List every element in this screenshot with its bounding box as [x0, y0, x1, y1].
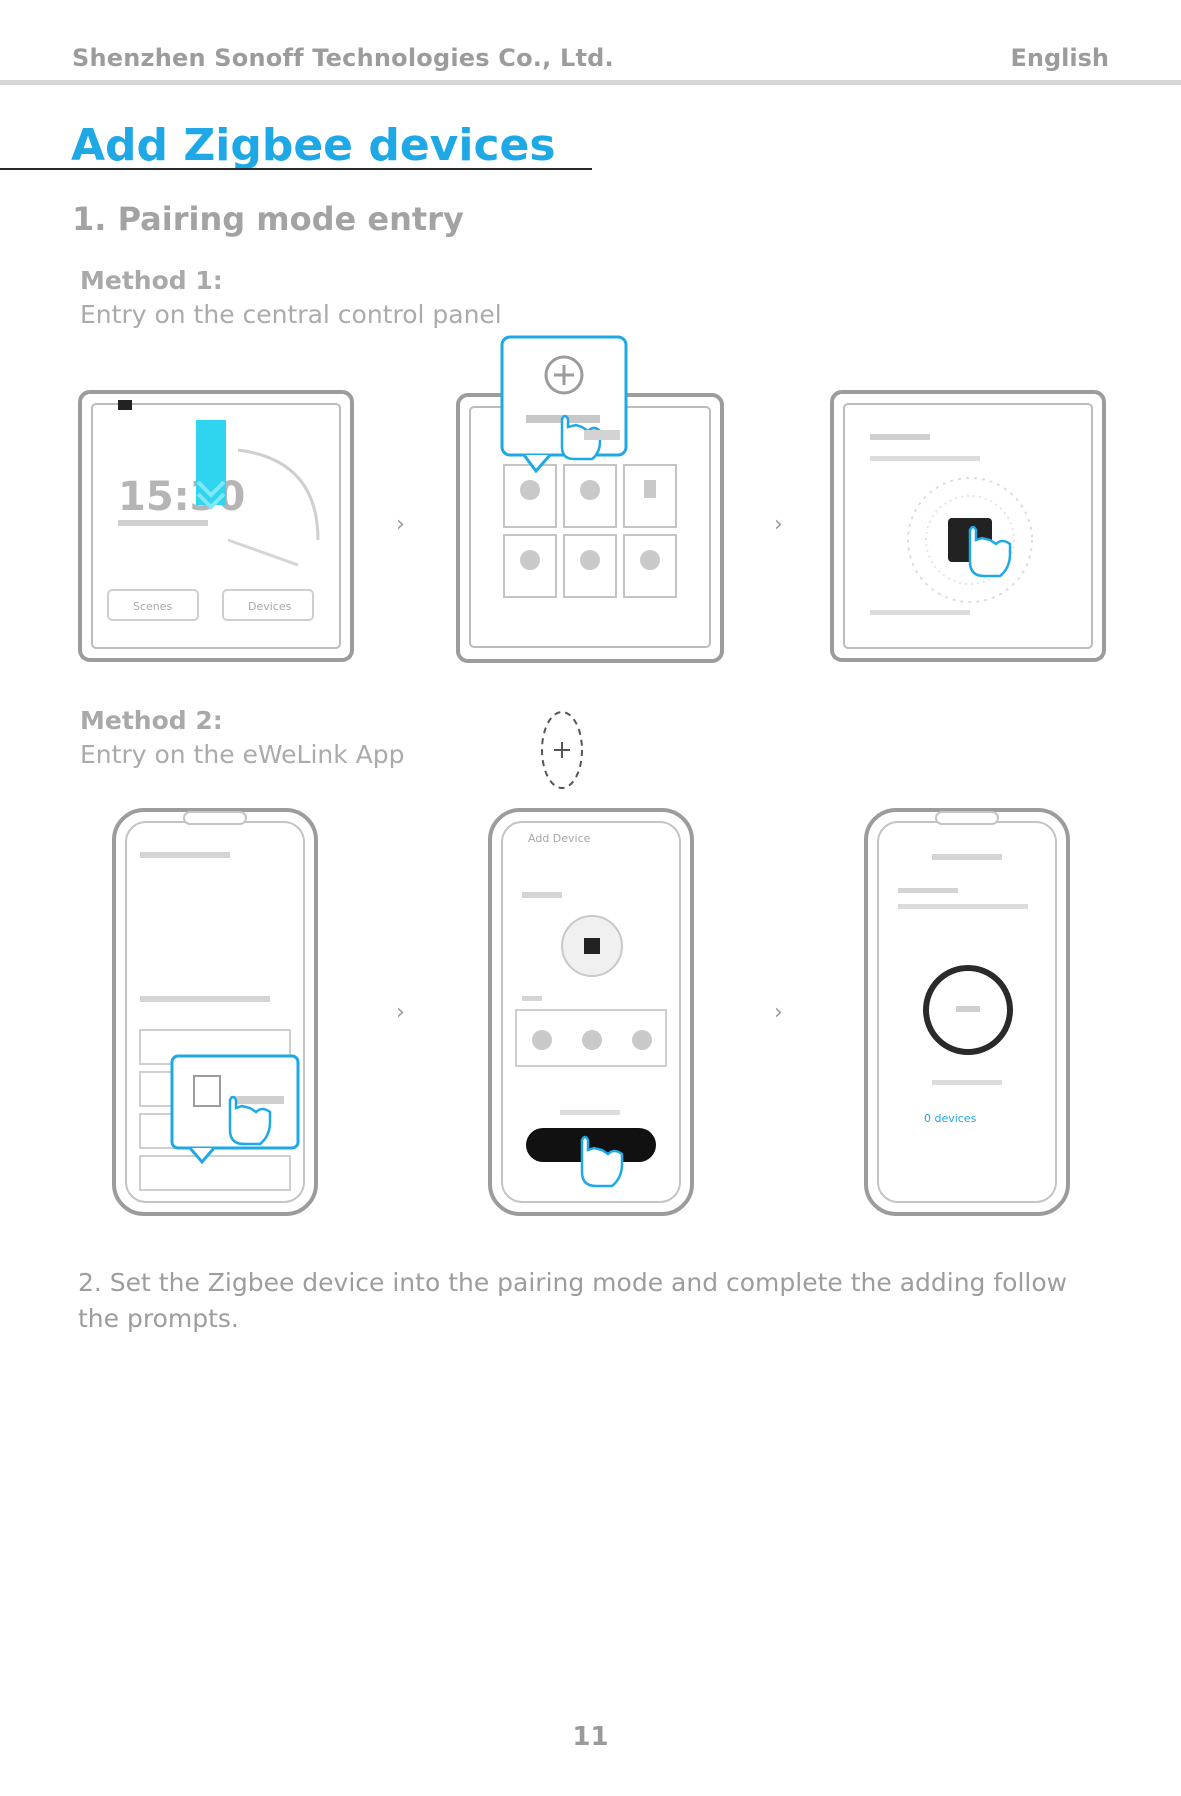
- panel-time: 15:30: [118, 474, 245, 520]
- panel-screen-1: 15:30 Scenes Devices: [78, 390, 354, 662]
- title-rule: [0, 168, 592, 170]
- method-2-label: Method 2:: [80, 706, 223, 735]
- header-rule: [0, 80, 1181, 85]
- panel-screen-2: [456, 335, 724, 663]
- add-icon: [541, 711, 583, 789]
- arrow-icon: ›: [396, 512, 405, 537]
- method-2-description: Entry on the eWeLink App: [80, 740, 405, 769]
- language-label: English: [1010, 44, 1109, 72]
- arrow-icon: ›: [396, 1000, 405, 1025]
- page-header: Shenzhen Sonoff Technologies Co., Ltd. E…: [0, 0, 1181, 86]
- panel-scenes-button: Scenes: [133, 600, 173, 613]
- add-device-title: Add Device: [528, 832, 591, 845]
- panel-devices-button: Devices: [248, 600, 292, 613]
- method-1-label: Method 1:: [80, 266, 223, 295]
- app-screen-2: Add Device: [488, 808, 694, 1216]
- app-screen-1: [112, 808, 318, 1216]
- app-screen-3: 0 devices: [864, 808, 1070, 1216]
- devices-counter: 0 devices: [924, 1112, 977, 1125]
- step-2-instruction: 2. Set the Zigbee device into the pairin…: [78, 1268, 1068, 1333]
- company-name: Shenzhen Sonoff Technologies Co., Ltd.: [72, 44, 614, 72]
- method-1-description: Entry on the central control panel: [80, 300, 502, 329]
- page-number: 11: [572, 1722, 609, 1752]
- page-title: Add Zigbee devices: [71, 120, 556, 171]
- arrow-icon: ›: [774, 1000, 783, 1025]
- section-heading: 1. Pairing mode entry: [72, 200, 464, 238]
- panel-screen-3: [830, 390, 1106, 662]
- arrow-icon: ›: [774, 512, 783, 537]
